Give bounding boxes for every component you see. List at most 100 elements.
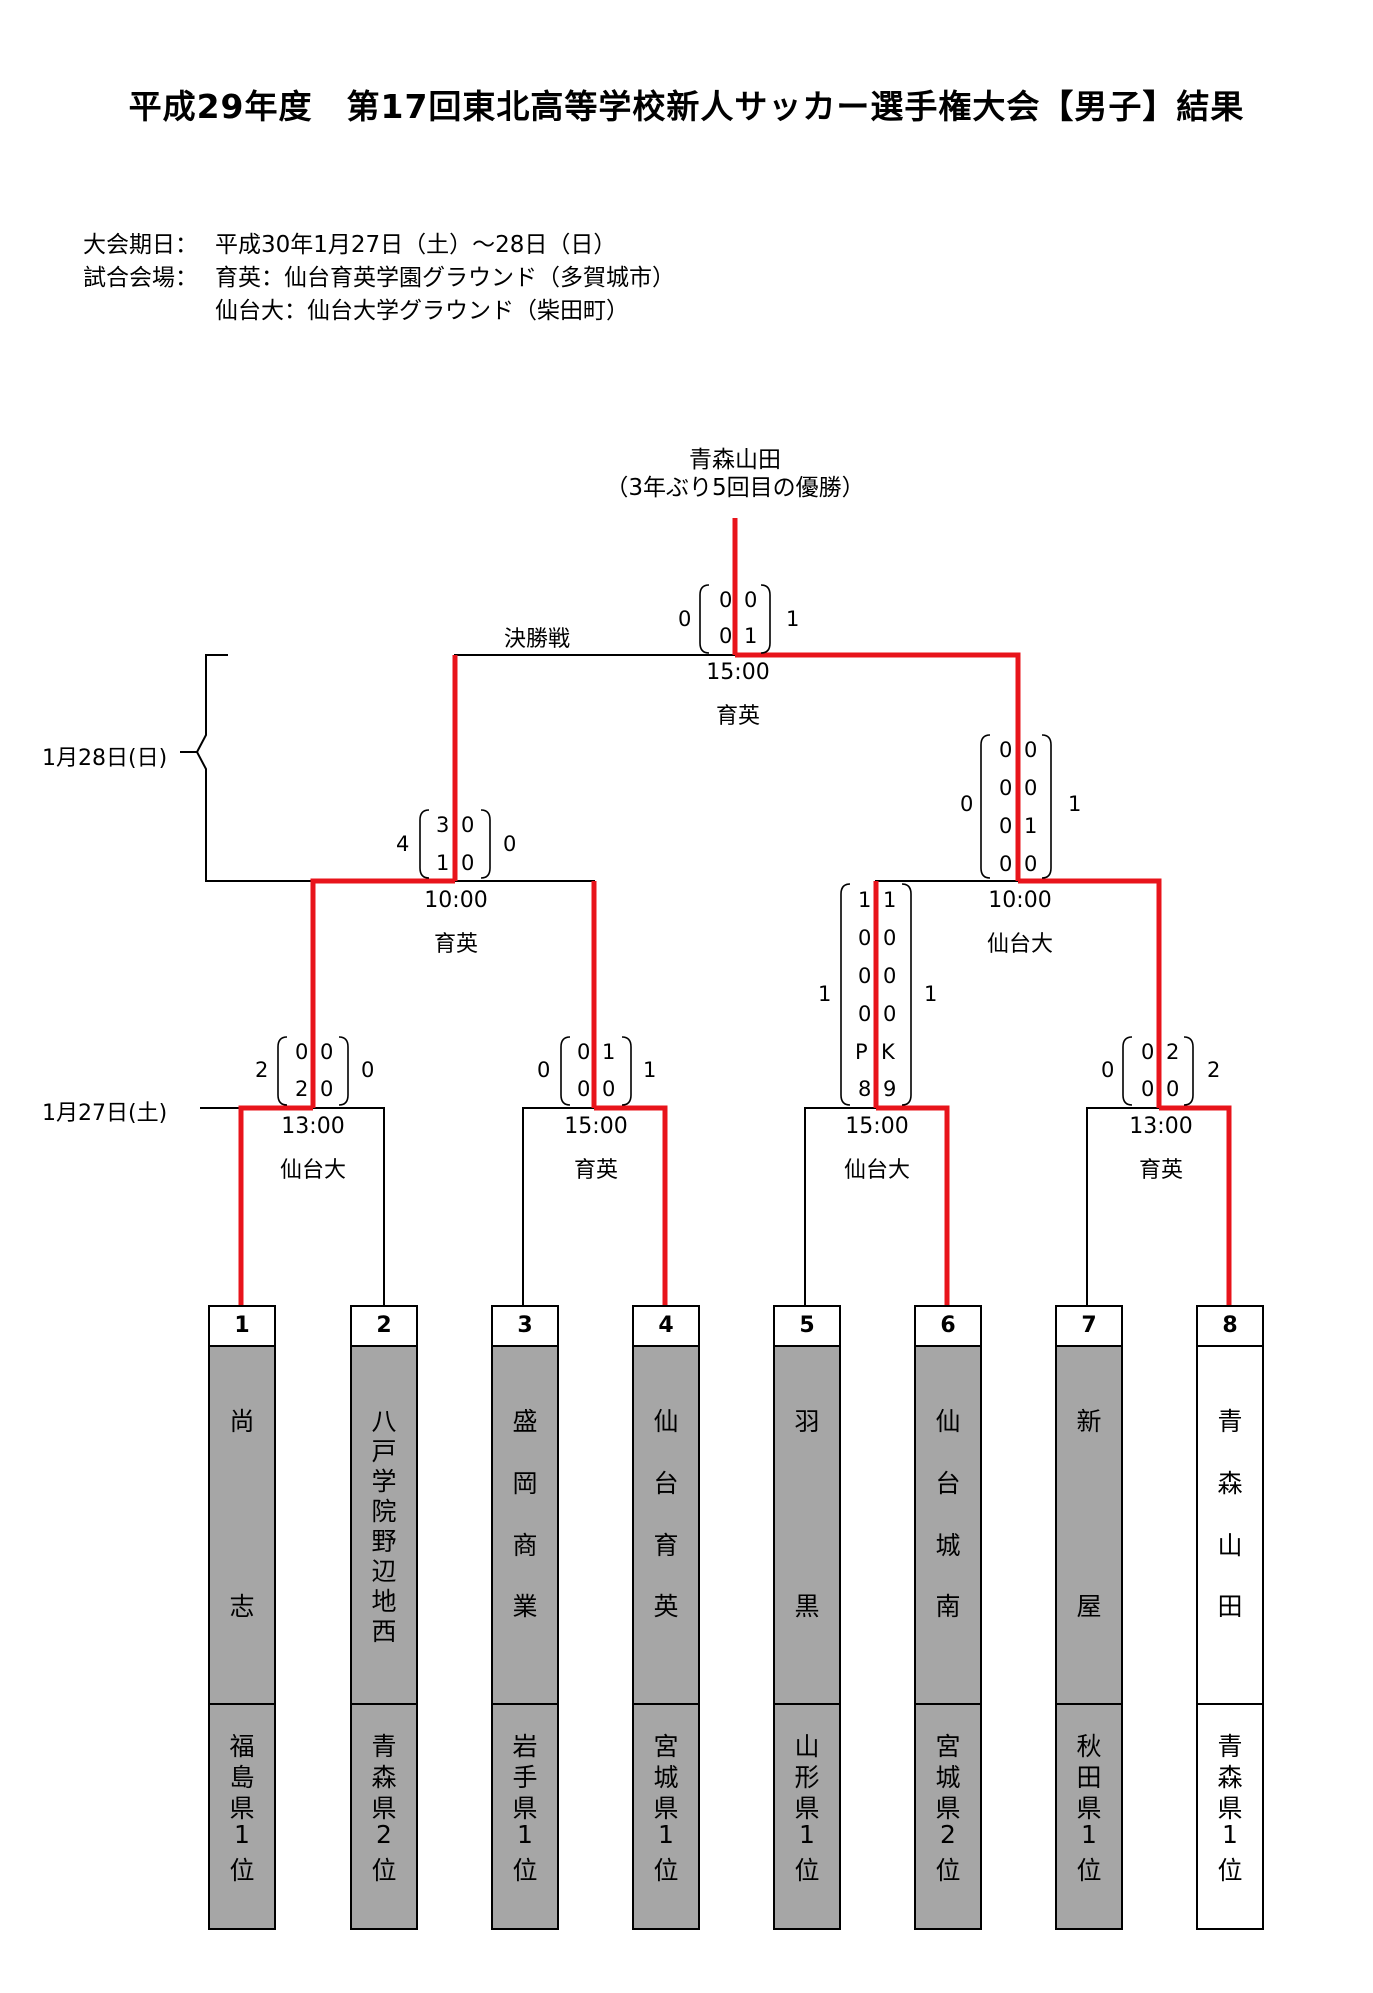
qf3-row-6-left: 8 xyxy=(858,1077,872,1101)
qf2-left-paren xyxy=(560,1036,571,1106)
win-qf2 xyxy=(594,1105,668,1305)
sf1-time: 10:00 xyxy=(424,888,488,913)
qf2-row-2-right: 0 xyxy=(602,1077,616,1101)
qf3-row-6-right: 9 xyxy=(883,1077,897,1101)
team-prefecture-char: 位 xyxy=(653,1856,679,1885)
qf3-left-total: 1 xyxy=(818,982,832,1006)
sf1-venue: 育英 xyxy=(433,932,478,957)
team-name-char: 羽 xyxy=(794,1407,820,1436)
team-prefecture-char: 青 xyxy=(1217,1732,1243,1761)
final-time: 15:00 xyxy=(706,660,770,685)
team-prefecture-char: 青 xyxy=(371,1732,397,1761)
team-prefecture-char: 岩 xyxy=(512,1732,538,1761)
sf2-row-3-left: 0 xyxy=(999,814,1013,838)
team-prefecture-char: 位 xyxy=(512,1856,538,1885)
qf2-left-total: 0 xyxy=(537,1058,551,1082)
sf2-venue: 仙台大 xyxy=(986,932,1053,957)
team-prefecture-char: 県 xyxy=(229,1794,255,1823)
team-name-char: 西 xyxy=(371,1617,397,1646)
qf3-time: 15:00 xyxy=(845,1114,909,1139)
final-row-1-left: 0 xyxy=(719,588,733,612)
sf2-row-4-right: 0 xyxy=(1024,852,1038,876)
sf1-row-2-right: 0 xyxy=(461,851,475,875)
qf4-row-1-right: 2 xyxy=(1166,1040,1180,1064)
team-number: 1 xyxy=(210,1307,274,1347)
sf1-row-1-left: 3 xyxy=(436,813,450,837)
team-name-char: 青 xyxy=(1217,1407,1243,1436)
qf1-right-paren xyxy=(338,1036,349,1106)
champion-note: （3年ぶり5回目の優勝） xyxy=(605,475,865,501)
team-prefecture-char: 1 xyxy=(658,1820,674,1849)
venue-label: 試合会場： xyxy=(83,265,198,291)
team-prefecture-char: 県 xyxy=(653,1794,679,1823)
team-name-char: 八 xyxy=(371,1407,397,1436)
team-prefecture-char: 県 xyxy=(512,1794,538,1823)
final-row-2-right: 1 xyxy=(744,624,758,648)
qf2-row-1-left: 0 xyxy=(577,1040,591,1064)
page-title: 平成29年度 第17回東北高等学校新人サッカー選手権大会【男子】結果 xyxy=(128,87,1245,126)
qf3-row-5-right: K xyxy=(881,1040,895,1064)
sf2-row-4-left: 0 xyxy=(999,852,1013,876)
team-name-char: 辺 xyxy=(371,1557,397,1586)
team-name-char: 尚 xyxy=(229,1407,255,1436)
win-sf2 xyxy=(1018,878,1162,1108)
team-prefecture-char: 県 xyxy=(371,1794,397,1823)
qf2-venue: 育英 xyxy=(573,1158,618,1183)
team-name-char: 新 xyxy=(1076,1407,1102,1436)
team-prefecture-char: 島 xyxy=(229,1763,255,1792)
team-prefecture-char: 位 xyxy=(371,1856,397,1885)
team-name-char: 地 xyxy=(371,1587,397,1616)
sf1-right-paren xyxy=(480,809,491,879)
qf1-row-1-right: 0 xyxy=(320,1040,334,1064)
win-final xyxy=(735,652,1021,881)
qf4-venue: 育英 xyxy=(1138,1158,1183,1183)
date-day1: 1月27日(土) xyxy=(42,1101,168,1126)
final-right-paren xyxy=(760,584,771,654)
final-venue: 育英 xyxy=(715,704,760,729)
qf4-row-2-right: 0 xyxy=(1166,1077,1180,1101)
team-name-char: 野 xyxy=(371,1527,397,1556)
team-number: 6 xyxy=(916,1307,980,1347)
qf1-venue: 仙台大 xyxy=(279,1158,346,1183)
team-prefecture-char: 2 xyxy=(940,1820,956,1849)
sf2-row-1-left: 0 xyxy=(999,738,1013,762)
qf4-right-total: 2 xyxy=(1207,1058,1221,1082)
qf1-row-1-left: 0 xyxy=(295,1040,309,1064)
team-prefecture-char: 秋 xyxy=(1076,1732,1102,1761)
team-number: 7 xyxy=(1057,1307,1121,1347)
team-prefecture-char: 1 xyxy=(1081,1820,1097,1849)
sf2-left-total: 0 xyxy=(960,792,974,816)
team-name-char: 志 xyxy=(229,1592,255,1621)
team-name-char: 台 xyxy=(653,1469,679,1498)
sf1-row-1-right: 0 xyxy=(461,813,475,837)
team-number: 3 xyxy=(493,1307,557,1347)
qf4-right-paren xyxy=(1183,1036,1194,1106)
team-name-char: 南 xyxy=(935,1592,961,1621)
sf1-lines xyxy=(312,880,595,1108)
sf1-left-total: 4 xyxy=(396,832,410,856)
team-prefecture-char: 1 xyxy=(1222,1820,1238,1849)
team-name-char: 台 xyxy=(935,1469,961,1498)
team-name-char: 英 xyxy=(653,1592,679,1621)
qf4-time: 13:00 xyxy=(1129,1114,1193,1139)
team-prefecture-char: 山 xyxy=(794,1732,820,1761)
qf3-row-2-right: 0 xyxy=(883,926,897,950)
qf3-right-paren xyxy=(901,883,912,1106)
team-name-char: 森 xyxy=(1217,1469,1243,1498)
qf3-row-3-left: 0 xyxy=(858,964,872,988)
team-prefecture-char: 森 xyxy=(371,1763,397,1792)
team-prefecture-char: 城 xyxy=(935,1763,961,1792)
sf2-row-2-right: 0 xyxy=(1024,776,1038,800)
team-name-char: 業 xyxy=(512,1592,538,1621)
team-name-char: 黒 xyxy=(794,1592,820,1621)
team-name-char: 学 xyxy=(371,1467,397,1496)
sf1-row-2-left: 1 xyxy=(436,851,450,875)
